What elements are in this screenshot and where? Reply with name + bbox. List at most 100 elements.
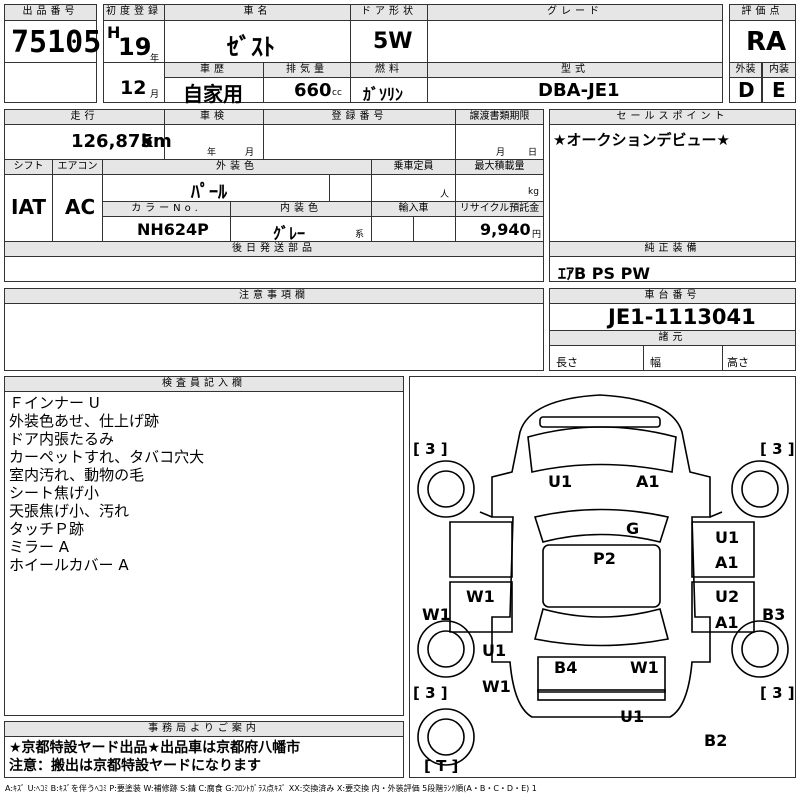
genuine-equip-cell: ｴｱB PS PW xyxy=(549,256,796,283)
dim-length: 長さ xyxy=(556,356,578,369)
ext-color-header: 外装色 xyxy=(102,159,372,175)
mileage: 126,875 xyxy=(71,131,153,152)
capacity-cell: 人 xyxy=(371,174,456,202)
inspector-notes: Ｆインナー U 外装色あせ、仕上げ跡 ドア内張たるみ カーペットすれ、タバコ穴大… xyxy=(9,394,204,574)
legend: A:ｷｽﾞ U:ﾍｺﾐ B:ｷｽﾞを伴うﾍｺﾐ P:要塗装 W:補修跡 S:錆 … xyxy=(5,784,537,793)
import-cell-a xyxy=(371,216,414,242)
first-reg-header: 初度登録 xyxy=(103,4,165,21)
inspector-note: ミラー A xyxy=(9,538,70,556)
displacement-cell: 660 cc xyxy=(263,77,351,103)
damage-label: W1 xyxy=(482,677,511,696)
inspector-note: ドア内張たるみ xyxy=(9,430,115,448)
tire-mark: [ 3 ] xyxy=(413,440,448,458)
grade-header: グレード xyxy=(427,4,723,21)
damage-label: B3 xyxy=(762,605,786,624)
door-header: ドア形状 xyxy=(350,4,428,21)
damage-label: W1 xyxy=(466,587,495,606)
insp-month-unit: 月 xyxy=(245,148,255,158)
displacement: 660 xyxy=(294,80,332,101)
recycle-header: リサイクル預託金 xyxy=(455,201,544,217)
inspection-cell: 年 月 xyxy=(164,124,264,160)
history-header: 車歴 xyxy=(164,62,264,78)
damage-label: W1 xyxy=(630,658,659,677)
office-notes-cell: ★京都特設ヤード出品★出品車は京都府八幡市 注意：搬出は京都特設ヤードになります xyxy=(4,736,404,778)
model: DBA-JE1 xyxy=(538,80,620,101)
insp-year-unit: 年 xyxy=(207,148,217,158)
damage-diagram: [ 3 ] [ 3 ] [ 3 ] [ 3 ] [ T ] U1 A1 G P2… xyxy=(409,376,796,778)
sales-point-header: セールスポイント xyxy=(549,109,796,125)
fuel-cell: ｶﾞｿﾘﾝ xyxy=(350,77,428,104)
door-type: 5W xyxy=(373,29,413,54)
displacement-header: 排気量 xyxy=(263,62,351,78)
door-cell: 5W xyxy=(350,20,428,63)
shift: IAT xyxy=(11,195,47,219)
fuel-header: 燃料 xyxy=(350,62,428,78)
damage-label: A1 xyxy=(715,553,739,572)
aircon-cell: AC xyxy=(52,174,103,242)
color-no-header: カラーNo. xyxy=(102,201,231,217)
tire-mark: [ 3 ] xyxy=(760,684,795,702)
dim-width: 幅 xyxy=(650,356,661,369)
year-unit: 年 xyxy=(150,54,160,64)
int-color: ｸﾞﾚｰ xyxy=(273,224,306,243)
history-cell: 自家用 xyxy=(164,77,264,106)
exterior-header: 外装 xyxy=(729,62,762,78)
damage-label: G xyxy=(626,519,640,538)
sales-point: ★オークションデビュー★ xyxy=(553,131,730,149)
genuine-equip-header: 純正装備 xyxy=(549,241,796,257)
office-header: 事務局よりご案内 xyxy=(4,721,404,737)
lot-no-header: 出品番号 xyxy=(4,4,97,21)
interior-cell: E xyxy=(762,77,796,103)
tire-mark: [ T ] xyxy=(424,757,459,775)
first-reg-year-cell: H 19 年 xyxy=(103,20,165,64)
chassis-no: JE1-1113041 xyxy=(608,305,756,329)
chassis-cell: JE1-1113041 xyxy=(549,303,796,331)
tire-mark: [ 3 ] xyxy=(760,440,795,458)
era: H xyxy=(107,23,121,42)
car-name-cell: ｾﾞｽﾄ xyxy=(164,20,351,63)
dim-length-cell: 長さ xyxy=(549,345,644,371)
recycle-cell: 9,940 円 xyxy=(455,216,544,242)
transfer-header: 譲渡書類期限 xyxy=(455,109,544,125)
damage-label: A1 xyxy=(636,472,660,491)
car-name-header: 車名 xyxy=(164,4,351,21)
recycle: 9,940 xyxy=(480,220,531,239)
later-parts-cell xyxy=(4,256,544,282)
damage-label: U2 xyxy=(715,587,740,606)
inspector-note: ホイールカバー A xyxy=(9,556,129,574)
import-header: 輸入車 xyxy=(371,201,456,217)
inspector-note: 天張焦げ小、汚れ xyxy=(9,502,130,520)
exterior-score: D xyxy=(738,78,755,102)
model-cell: DBA-JE1 xyxy=(427,77,723,103)
max-load-header: 最大積載量 xyxy=(455,159,544,175)
first-reg-month-cell: 12 月 xyxy=(103,62,165,103)
color-no-cell: NH624P xyxy=(102,216,231,242)
transfer-cell: 月 日 xyxy=(455,124,544,160)
cautions-cell xyxy=(4,303,544,371)
shift-cell: IAT xyxy=(4,174,53,242)
mileage-cell: 126,875 km xyxy=(4,124,172,160)
tire-mark: [ 3 ] xyxy=(413,684,448,702)
shift-header: シフト xyxy=(4,159,53,175)
dim-height: 高さ xyxy=(727,356,749,369)
transfer-month-unit: 月 xyxy=(496,148,506,158)
dims-header: 諸元 xyxy=(549,330,796,346)
lot-no: 75105 xyxy=(11,25,102,60)
inspection-header: 車検 xyxy=(164,109,264,125)
mileage-header: 走行 xyxy=(4,109,165,125)
history: 自家用 xyxy=(183,82,243,106)
office-note: ★京都特設ヤード出品★出品車は京都府八幡市 xyxy=(9,740,301,756)
car-name: ｾﾞｽﾄ xyxy=(227,33,275,61)
ext-color: ﾊﾟｰﾙ xyxy=(191,182,227,203)
aircon: AC xyxy=(65,195,96,219)
fuel: ｶﾞｿﾘﾝ xyxy=(363,85,404,104)
damage-label: B2 xyxy=(704,731,728,750)
int-color-header: 内装色 xyxy=(230,201,372,217)
damage-label: U1 xyxy=(715,528,740,547)
max-load-cell: kg xyxy=(455,174,544,202)
first-reg-year: 19 xyxy=(118,33,152,61)
interior-header: 内装 xyxy=(762,62,796,78)
int-color-unit: 系 xyxy=(355,230,365,240)
displacement-unit: cc xyxy=(332,88,342,98)
ext-color-sub xyxy=(329,174,372,202)
